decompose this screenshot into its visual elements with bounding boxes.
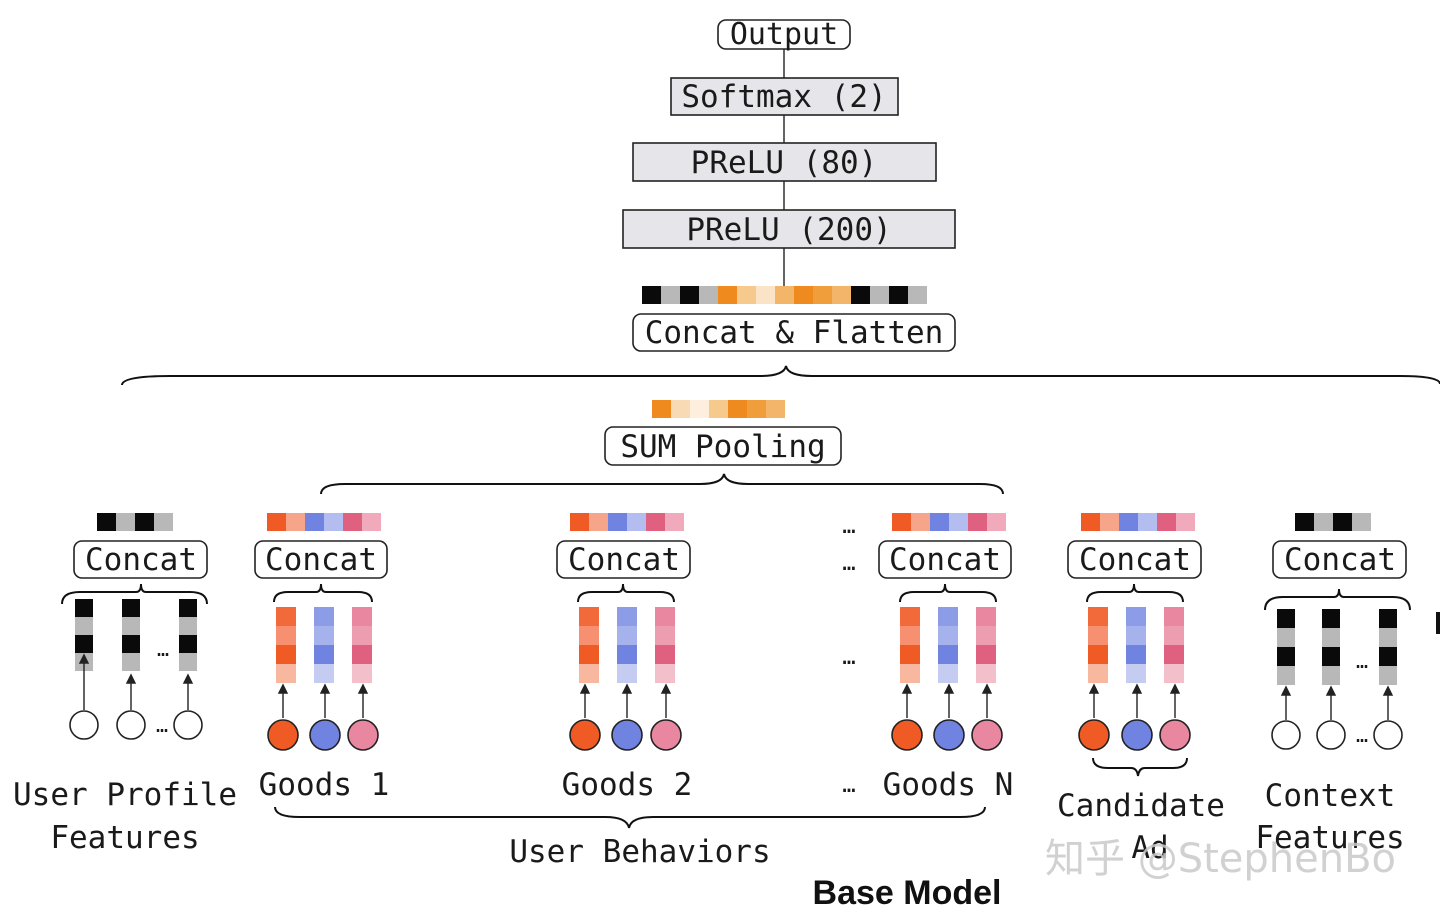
context-features-group: Concat … … Context Features: [1255, 513, 1411, 856]
flatten-brace: [121, 365, 1440, 386]
softmax-label: Softmax (2): [681, 79, 886, 115]
candidate-ad-columns: [1088, 607, 1184, 683]
user-profile-ellipsis: …: [157, 637, 169, 661]
context-concat: [1272, 540, 1407, 579]
candidate-ad-concat: [1067, 540, 1202, 579]
user-behaviors-label: User Behaviors: [509, 834, 770, 870]
ellipsis-concat: …: [842, 551, 855, 576]
goods1-columns: [276, 607, 372, 683]
goods2-group: Concat Goods 2: [556, 513, 693, 803]
user-profile-group: Concat … … User Profile Features: [13, 513, 237, 856]
goodsN-group: Concat Goods N: [878, 513, 1014, 803]
context-columns-ellipsis: …: [1356, 649, 1368, 673]
goodsN-embedding: [892, 513, 1006, 531]
candidate-ad-embedding: [1081, 513, 1195, 531]
user-profile-columns: [75, 599, 197, 671]
prelu80-layer: PReLU (80): [632, 142, 937, 182]
prelu200-layer: PReLU (200): [622, 209, 956, 249]
goodsN-label: Goods N: [883, 767, 1014, 803]
goodsN-concat-label: Concat: [889, 542, 1001, 578]
sum-pooling-strip: [652, 400, 785, 418]
diagram-title: Base Model: [813, 874, 1002, 912]
user-profile-embedding: [97, 513, 173, 531]
concat-flatten-node: Concat & Flatten: [632, 313, 956, 352]
user-profile-label-1: User Profile: [13, 777, 237, 813]
ellipsis-embedding: …: [842, 514, 855, 539]
candidate-ad-label-1: Candidate: [1057, 788, 1225, 824]
prelu200-label: PReLU (200): [686, 212, 891, 248]
goods-ellipsis-column: … … … …: [842, 514, 855, 798]
candidate-ad-label-2: Ad: [1131, 830, 1168, 866]
sum-pooling-brace: [320, 473, 1004, 495]
context-node-ellipsis: …: [1356, 723, 1368, 747]
softmax-layer: Softmax (2): [670, 77, 899, 116]
context-label-1: Context: [1265, 778, 1396, 814]
goods2-label: Goods 2: [562, 767, 693, 803]
goods2-columns: [579, 607, 675, 683]
candidate-ad-concat-label: Concat: [1079, 542, 1191, 578]
candidate-ad-group: Concat Candidate Ad: [1057, 513, 1225, 866]
goodsN-columns: [900, 607, 996, 683]
user-profile-concat-label: Concat: [85, 542, 197, 578]
goods1-concat: [254, 540, 388, 579]
goods1-group: Concat Goods 1: [254, 513, 390, 803]
goods2-concat: [556, 540, 691, 579]
prelu80-label: PReLU (80): [691, 145, 878, 181]
goods1-label: Goods 1: [259, 767, 390, 803]
user-profile-concat: [73, 540, 208, 579]
concat-flatten-label: Concat & Flatten: [645, 315, 944, 351]
user-profile-label-2: Features: [50, 820, 199, 856]
sum-pooling-label: SUM Pooling: [620, 429, 825, 465]
context-concat-label: Concat: [1284, 542, 1396, 578]
goods1-concat-label: Concat: [265, 542, 377, 578]
context-label-2: Features: [1255, 820, 1404, 856]
goodsN-concat: [878, 540, 1012, 579]
context-embedding: [1295, 513, 1371, 531]
user-behaviors-brace: [274, 806, 986, 829]
output-label: Output: [730, 17, 838, 52]
watermark: 知乎 @StephenBo: [1045, 836, 1396, 882]
sum-pooling-node: SUM Pooling: [604, 426, 842, 466]
cropped-edge-mark: [1436, 612, 1440, 634]
ellipsis-label: …: [842, 773, 855, 798]
goods1-embedding: [267, 513, 381, 531]
goods2-concat-label: Concat: [568, 542, 680, 578]
output-node: Output: [717, 17, 851, 52]
ellipsis-columns: …: [842, 645, 855, 670]
flatten-embedding-strip: [642, 286, 927, 304]
context-columns: [1277, 609, 1397, 685]
user-profile-node-ellipsis: …: [156, 713, 168, 737]
goods2-embedding: [570, 513, 684, 531]
